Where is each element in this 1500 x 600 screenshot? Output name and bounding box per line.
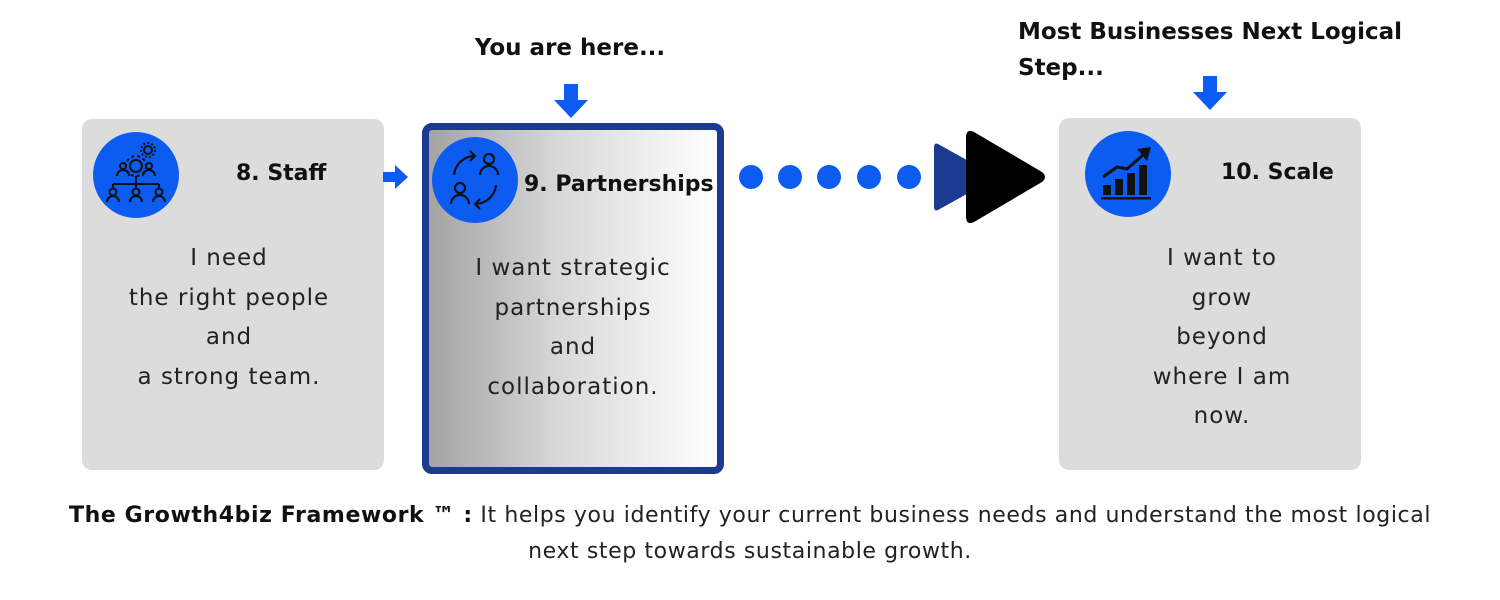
down-arrow-next <box>1193 76 1227 110</box>
path-dot <box>817 165 841 189</box>
path-dot <box>857 165 881 189</box>
card-staff-title: 8. Staff <box>236 161 327 186</box>
card-scale-title: 10. Scale <box>1221 160 1334 185</box>
fast-forward-icon <box>934 130 1045 224</box>
arrow-right-icon <box>383 165 408 189</box>
framework-description: It helps you identify your current busin… <box>472 503 1432 564</box>
down-arrow-current <box>554 84 588 118</box>
card-scale-body: I want to grow beyond where I am now. <box>1152 245 1292 430</box>
card-partnerships-body: I want strategic partnerships and collab… <box>475 255 671 400</box>
path-dot <box>778 165 802 189</box>
card-scale: 10. Scale I want to grow beyond where I … <box>1059 118 1361 470</box>
growth-chart-icon <box>1085 131 1171 217</box>
path-dot <box>897 165 921 189</box>
callout-next: Most Businesses Next Logical Step... <box>1018 19 1403 81</box>
path-dot <box>739 165 763 189</box>
card-staff: 8. Staff I need the right people and a s… <box>82 119 384 470</box>
team-structure-icon <box>93 132 179 218</box>
framework-caption: The Growth4biz Framework ™ : It helps yo… <box>40 498 1460 570</box>
card-staff-body: I need the right people and a strong tea… <box>128 245 330 390</box>
framework-brand: The Growth4biz Framework ™ : <box>68 503 473 528</box>
partnership-exchange-icon <box>432 137 518 223</box>
card-partnerships-title: 9. Partnerships <box>524 172 714 197</box>
card-partnerships: 9. Partnerships I want strategic partner… <box>422 123 724 474</box>
callout-current: You are here... <box>474 35 666 61</box>
